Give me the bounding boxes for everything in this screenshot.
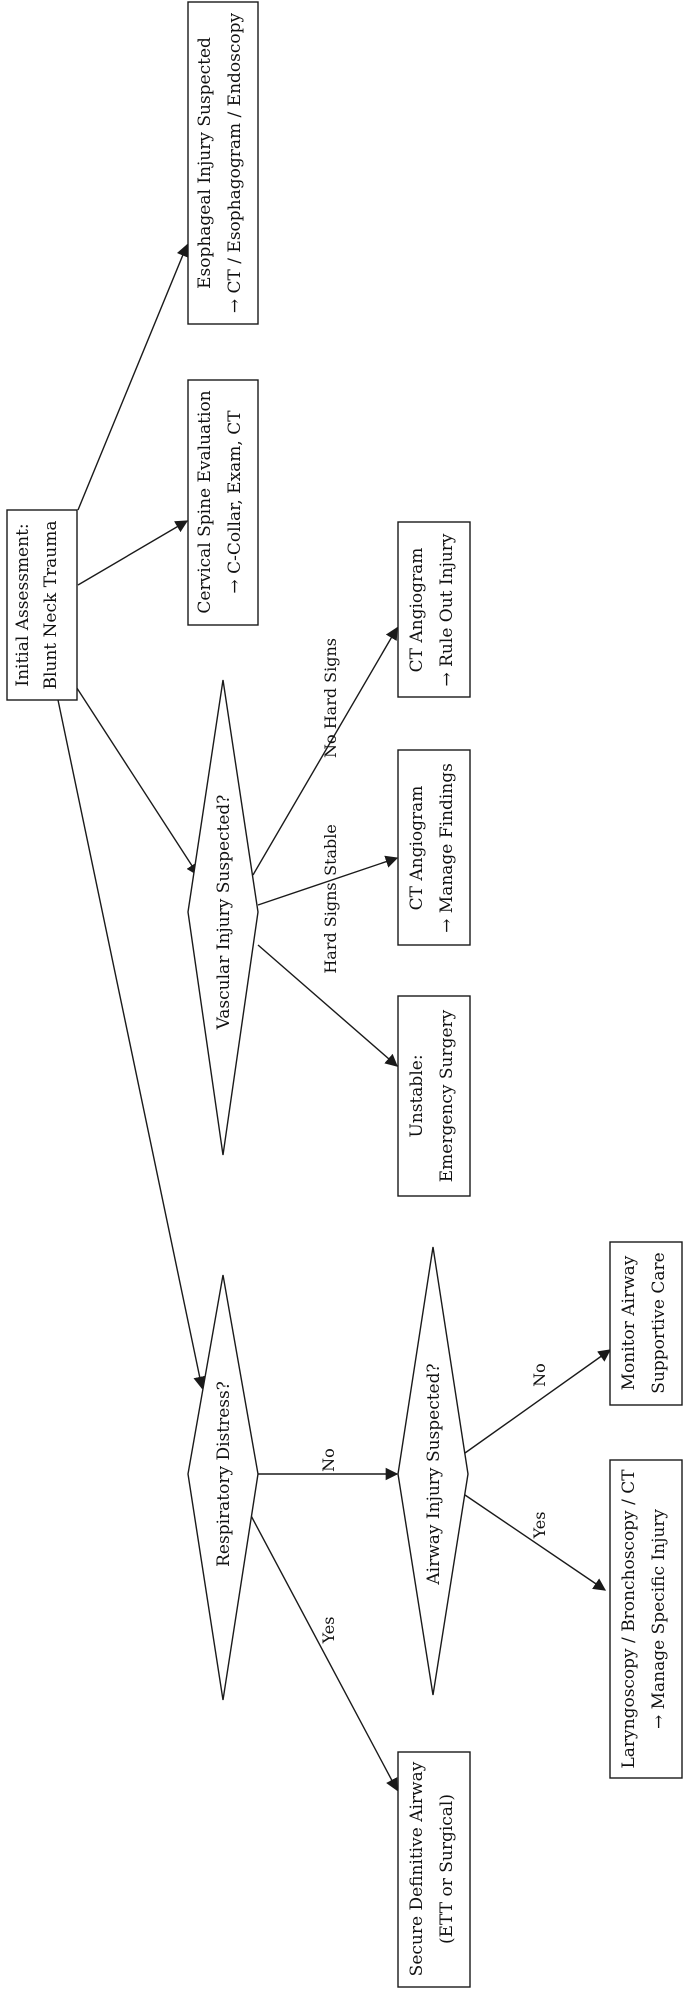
node-monitor-line-1: Monitor Airway [619,1255,639,1390]
node-esophageal-injury: Esophageal Injury Suspected → CT / Esoph… [187,1,259,325]
edge-initial-to-esophageal [77,243,189,511]
node-secure-airway: Secure Definitive Airway (ETT or Surgica… [397,1751,471,1988]
node-unstable-surgery: Unstable: Emergency Surgery [397,995,471,1197]
edge-label-respiratory-no: No [319,1448,338,1472]
node-unstable-line-1: Unstable: [407,1054,427,1137]
edge-initial-to-respiratory [57,699,206,1390]
node-airway-decision: Airway Injury Suspected? [397,1246,469,1696]
edge-respiratory-to-secure [247,1509,398,1792]
node-cspine-line-1: Cervical Spine Evaluation [195,390,215,613]
node-vascular-label: Vascular Injury Suspected? [214,795,234,1031]
node-ct-rule-out: CT Angiogram → Rule Out Injury [397,521,471,698]
node-initial-line-2: Blunt Neck Trauma [41,520,61,689]
edges [57,243,612,1792]
node-initial-assessment: Initial Assessment: Blunt Neck Trauma [6,509,78,701]
node-airway-label: Airway Injury Suspected? [424,1363,444,1585]
node-laryngoscopy-line-1: Laryngoscopy / Bronchoscopy / CT [619,1469,639,1769]
node-secure-line-1: Secure Definitive Airway [407,1761,427,1976]
edge-label-no-hard-signs: No Hard Signs [321,638,340,758]
edge-vascular-to-ct-manage [257,855,399,906]
edge-label-airway-yes: Yes [530,1512,549,1540]
node-vascular-decision: Vascular Injury Suspected? [187,679,259,1156]
node-ct-manage-line-1: CT Angiogram [407,786,427,911]
node-cervical-spine: Cervical Spine Evaluation → C-Collar, Ex… [187,379,259,626]
edge-label-respiratory-yes: Yes [319,1617,338,1645]
node-monitor-line-2: Supportive Care [649,1252,669,1393]
edge-label-airway-no: No [530,1363,549,1387]
edge-initial-to-cspine [77,520,189,586]
node-cspine-line-2: → C-Collar, Exam, CT [225,410,245,594]
edge-labels: No Hard Signs Stable Hard Signs No Yes N… [319,638,549,1644]
edge-vascular-to-ct-rule-out [252,626,398,876]
node-initial-line-1: Initial Assessment: [13,523,33,686]
node-esophageal-line-1: Esophageal Injury Suspected [195,37,215,289]
edge-vascular-to-unstable [257,944,398,1067]
node-ct-manage-line-2: → Manage Findings [437,763,457,933]
edge-airway-to-monitor [464,1349,612,1454]
node-ct-rule-out-line-2: → Rule Out Injury [437,533,457,686]
edge-airway-to-laryngoscopy [464,1494,607,1591]
node-respiratory-decision: Respiratory Distress? [187,1274,259,1701]
node-esophageal-line-2: → CT / Esophagogram / Endoscopy [225,12,245,313]
node-ct-rule-out-line-1: CT Angiogram [407,548,427,673]
node-ct-manage-findings: CT Angiogram → Manage Findings [397,749,471,946]
node-laryngoscopy-line-2: → Manage Specific Injury [649,1509,669,1729]
edge-label-stable: Stable [321,824,340,876]
node-unstable-line-2: Emergency Surgery [437,1009,457,1182]
node-secure-line-2: (ETT or Surgical) [437,1794,457,1944]
edge-label-hard-signs: Hard Signs [321,882,340,973]
node-monitor-airway: Monitor Airway Supportive Care [609,1241,683,1406]
edge-initial-to-vascular [61,664,199,877]
node-respiratory-label: Respiratory Distress? [214,1381,234,1567]
node-laryngoscopy: Laryngoscopy / Bronchoscopy / CT → Manag… [609,1459,683,1779]
